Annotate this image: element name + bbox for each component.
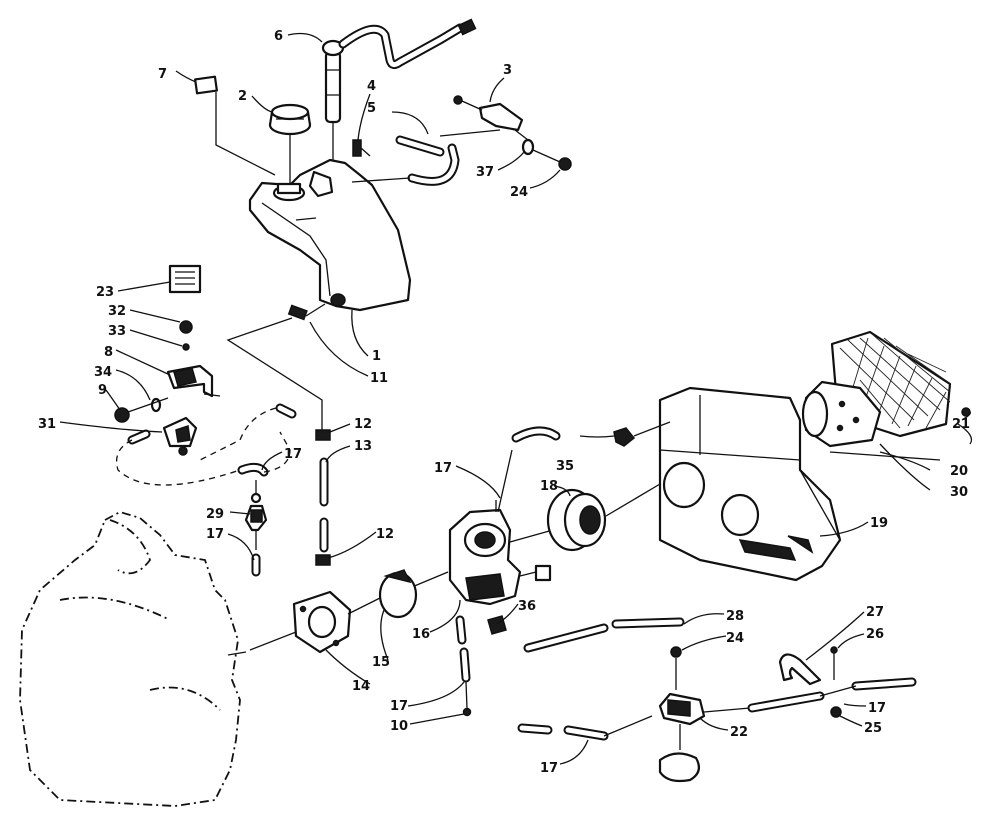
callout-30: 30 <box>950 485 968 500</box>
air-silencer <box>658 386 842 582</box>
callout-10: 10 <box>390 719 408 734</box>
drain-hose <box>455 615 472 717</box>
tee-fitting <box>487 615 507 635</box>
callout-1: 1 <box>372 349 381 364</box>
intake-flange <box>249 590 381 654</box>
callout-37: 37 <box>476 165 494 180</box>
fuel-pump <box>658 646 751 783</box>
oil-tank <box>248 158 412 312</box>
callout-9: 9 <box>98 383 107 398</box>
pulse-hose <box>747 677 917 713</box>
intake-boot <box>546 483 661 552</box>
washer <box>521 138 535 156</box>
callout-4: 4 <box>367 79 376 94</box>
callout-31: 31 <box>38 417 56 432</box>
callout-29: 29 <box>206 507 224 522</box>
oil-line-left <box>115 403 297 486</box>
callout-18: 18 <box>540 479 558 494</box>
callout-13: 13 <box>354 439 372 454</box>
callout-23: 23 <box>96 285 114 300</box>
callout-22: 22 <box>730 725 748 740</box>
vent-hose <box>351 135 460 186</box>
hose-bracket <box>778 653 822 686</box>
callout-17-filter: 17 <box>206 527 224 542</box>
callout-17-right: 17 <box>868 701 886 716</box>
vent-hose-carb <box>497 426 561 513</box>
callout-17-bottom: 17 <box>540 761 558 776</box>
pump-bracket <box>166 364 221 398</box>
callout-35: 35 <box>556 459 574 474</box>
callout-25: 25 <box>864 721 882 736</box>
clamp-bracket <box>439 95 524 137</box>
callout-3: 3 <box>503 63 512 78</box>
tank-cap <box>268 103 312 136</box>
callout-6: 6 <box>274 29 283 44</box>
pump-nut <box>114 407 130 423</box>
callout-24-bottom: 24 <box>726 631 744 646</box>
callout-12-top: 12 <box>354 417 372 432</box>
leader-lines <box>59 32 973 765</box>
callout-5: 5 <box>367 101 376 116</box>
callout-2: 2 <box>238 89 247 104</box>
callout-11: 11 <box>370 371 388 386</box>
fuel-line-lower <box>517 617 685 741</box>
callout-27: 27 <box>866 605 884 620</box>
callout-15: 15 <box>372 655 390 670</box>
callout-33: 33 <box>108 324 126 339</box>
callout-21: 21 <box>952 417 970 432</box>
callout-20: 20 <box>950 464 968 479</box>
callout-17-left: 17 <box>284 447 302 462</box>
fuel-line-vertical <box>315 429 331 566</box>
hose-clamp <box>378 569 418 619</box>
mounting-bolt <box>830 646 838 680</box>
callout-16: 16 <box>412 627 430 642</box>
callout-19: 19 <box>870 516 888 531</box>
callout-17-drain: 17 <box>390 699 408 714</box>
vent-fitting <box>352 139 371 157</box>
intake-screen <box>801 330 952 448</box>
callout-12-bottom: 12 <box>376 527 394 542</box>
callout-7: 7 <box>158 67 167 82</box>
callout-14: 14 <box>352 679 370 694</box>
callout-8: 8 <box>104 345 113 360</box>
callout-36: 36 <box>518 599 536 614</box>
level-sensor <box>321 18 477 160</box>
callout-26: 26 <box>866 627 884 642</box>
decal <box>194 75 218 95</box>
mounting-nut <box>830 706 842 718</box>
callout-34: 34 <box>94 365 112 380</box>
small-washer <box>182 343 190 351</box>
warning-decal <box>168 264 202 294</box>
engine-outline <box>19 511 247 807</box>
oil-pump <box>162 416 198 456</box>
inline-filter <box>244 480 268 577</box>
callout-17-carb: 17 <box>434 461 452 476</box>
callout-labels: 6 7 2 3 4 5 37 24 1 11 23 32 33 8 34 9 3… <box>38 29 970 776</box>
silencer-clip <box>613 427 636 447</box>
callout-32: 32 <box>108 304 126 319</box>
carburetor <box>448 500 552 606</box>
nut <box>558 157 572 171</box>
callout-28: 28 <box>726 609 744 624</box>
callout-24-top: 24 <box>510 185 528 200</box>
outlet-fitting <box>226 303 326 430</box>
bolt <box>179 320 193 334</box>
